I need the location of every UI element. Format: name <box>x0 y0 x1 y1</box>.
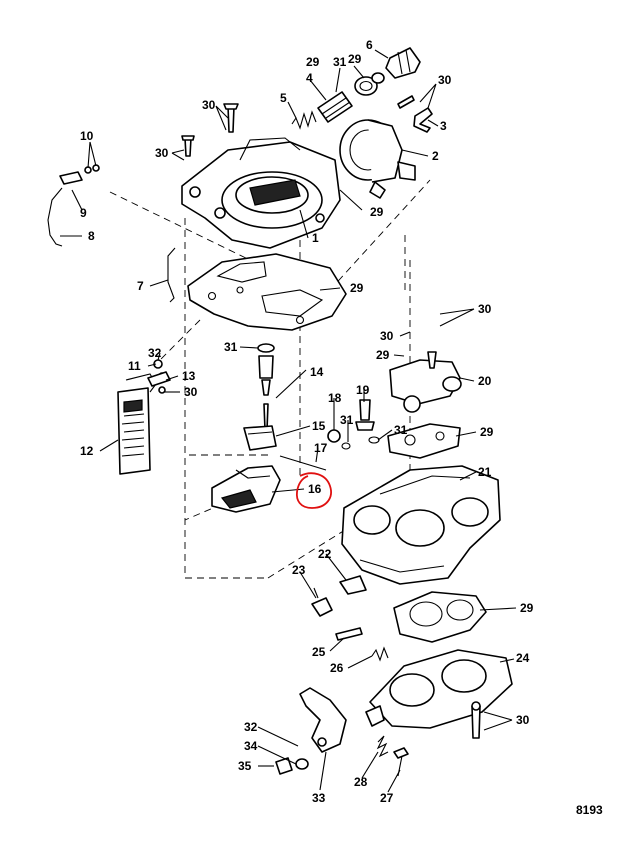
callout-1: 1 <box>312 231 319 245</box>
callout-30: 30 <box>184 385 198 399</box>
part-33-throttle-lever <box>299 687 347 753</box>
callout-7: 7 <box>137 279 144 293</box>
part-29-metering-gasket <box>387 423 461 459</box>
part-9-lever <box>59 164 100 185</box>
part-14-needle-seat <box>257 343 275 431</box>
part-4-fuel-filter <box>317 91 353 123</box>
part-26-spring <box>371 646 389 662</box>
part-2-choke-housing <box>339 119 416 199</box>
part-20-pump-lever <box>389 351 462 413</box>
figure-number: 8193 <box>576 803 603 817</box>
callout-29: 29 <box>306 55 320 69</box>
part-23-idle-screw <box>311 587 333 617</box>
part-6-inlet-nut <box>385 47 421 79</box>
callout-8: 8 <box>88 229 95 243</box>
callout-31: 31 <box>333 55 347 69</box>
part-15-float-hinge <box>243 425 277 451</box>
callout-3: 3 <box>440 119 447 133</box>
part-29-air-horn-gasket <box>187 253 347 331</box>
callout-29: 29 <box>370 205 384 219</box>
callout-16: 16 <box>308 482 322 496</box>
part-12-pump-assembly <box>117 373 157 475</box>
callout-18: 18 <box>328 391 342 405</box>
part-24-throttle-body <box>365 649 513 729</box>
part-3-choke-lever <box>413 107 433 133</box>
callout-17: 17 <box>314 441 328 455</box>
callout-30: 30 <box>380 329 394 343</box>
callout-labels: 6 29 31 30 29 4 5 30 3 10 30 2 9 29 8 1 … <box>80 38 534 805</box>
part-35-nut <box>275 757 293 775</box>
callout-31: 31 <box>394 423 408 437</box>
part-5-filter-spring <box>291 110 317 130</box>
callout-34: 34 <box>244 739 258 753</box>
callout-14: 14 <box>310 365 324 379</box>
callout-26: 26 <box>330 661 344 675</box>
callout-11: 11 <box>128 359 141 373</box>
leader-lines <box>60 49 517 793</box>
callout-33: 33 <box>312 791 326 805</box>
callout-15: 15 <box>312 419 326 433</box>
gasket-rings-top <box>354 72 385 96</box>
callout-30: 30 <box>516 713 530 727</box>
callout-35: 35 <box>238 759 252 773</box>
callout-2: 2 <box>432 149 439 163</box>
part-27-screw <box>393 747 409 777</box>
part-18-metering-jet <box>327 429 351 450</box>
part-22-clip <box>339 575 367 595</box>
callout-31: 31 <box>340 413 354 427</box>
part-16-float <box>211 465 281 513</box>
callout-30: 30 <box>478 302 492 316</box>
callout-29: 29 <box>376 348 390 362</box>
part-1-air-horn <box>181 137 341 249</box>
callout-29: 29 <box>480 425 494 439</box>
callout-23: 23 <box>292 563 306 577</box>
callout-32: 32 <box>244 720 258 734</box>
part-17-hinge-pin <box>279 455 327 471</box>
callout-19: 19 <box>356 383 370 397</box>
callout-24: 24 <box>516 651 530 665</box>
highlight-circle <box>295 472 332 509</box>
callout-6: 6 <box>366 38 373 52</box>
callout-29: 29 <box>348 52 362 66</box>
callout-30: 30 <box>155 146 169 160</box>
callout-25: 25 <box>312 645 326 659</box>
part-19-power-valve <box>355 399 380 444</box>
callout-32: 32 <box>148 346 162 360</box>
callout-20: 20 <box>478 374 492 388</box>
part-21-main-body <box>341 465 501 585</box>
callout-5: 5 <box>280 91 287 105</box>
callout-28: 28 <box>354 775 368 789</box>
part-8-choke-rod <box>47 187 63 247</box>
part-34-washer <box>295 758 309 770</box>
part-29-base-gasket <box>393 591 487 643</box>
callout-30: 30 <box>202 98 216 112</box>
callout-29: 29 <box>350 281 364 295</box>
callout-12: 12 <box>80 444 94 458</box>
callout-10: 10 <box>80 129 94 143</box>
part-25-mixture-screw <box>335 627 363 641</box>
callout-21: 21 <box>478 465 492 479</box>
callout-22: 22 <box>318 547 332 561</box>
callout-31: 31 <box>224 340 238 354</box>
part-28-spring <box>376 735 389 758</box>
part-7-pump-rod <box>167 247 176 303</box>
callout-13: 13 <box>182 369 196 383</box>
screws-top <box>181 95 415 157</box>
part-30-screws-bottom <box>471 701 481 739</box>
callout-9: 9 <box>80 206 87 220</box>
callout-27: 27 <box>380 791 394 805</box>
callout-4: 4 <box>306 71 313 85</box>
callout-29: 29 <box>520 601 534 615</box>
callout-30: 30 <box>438 73 452 87</box>
